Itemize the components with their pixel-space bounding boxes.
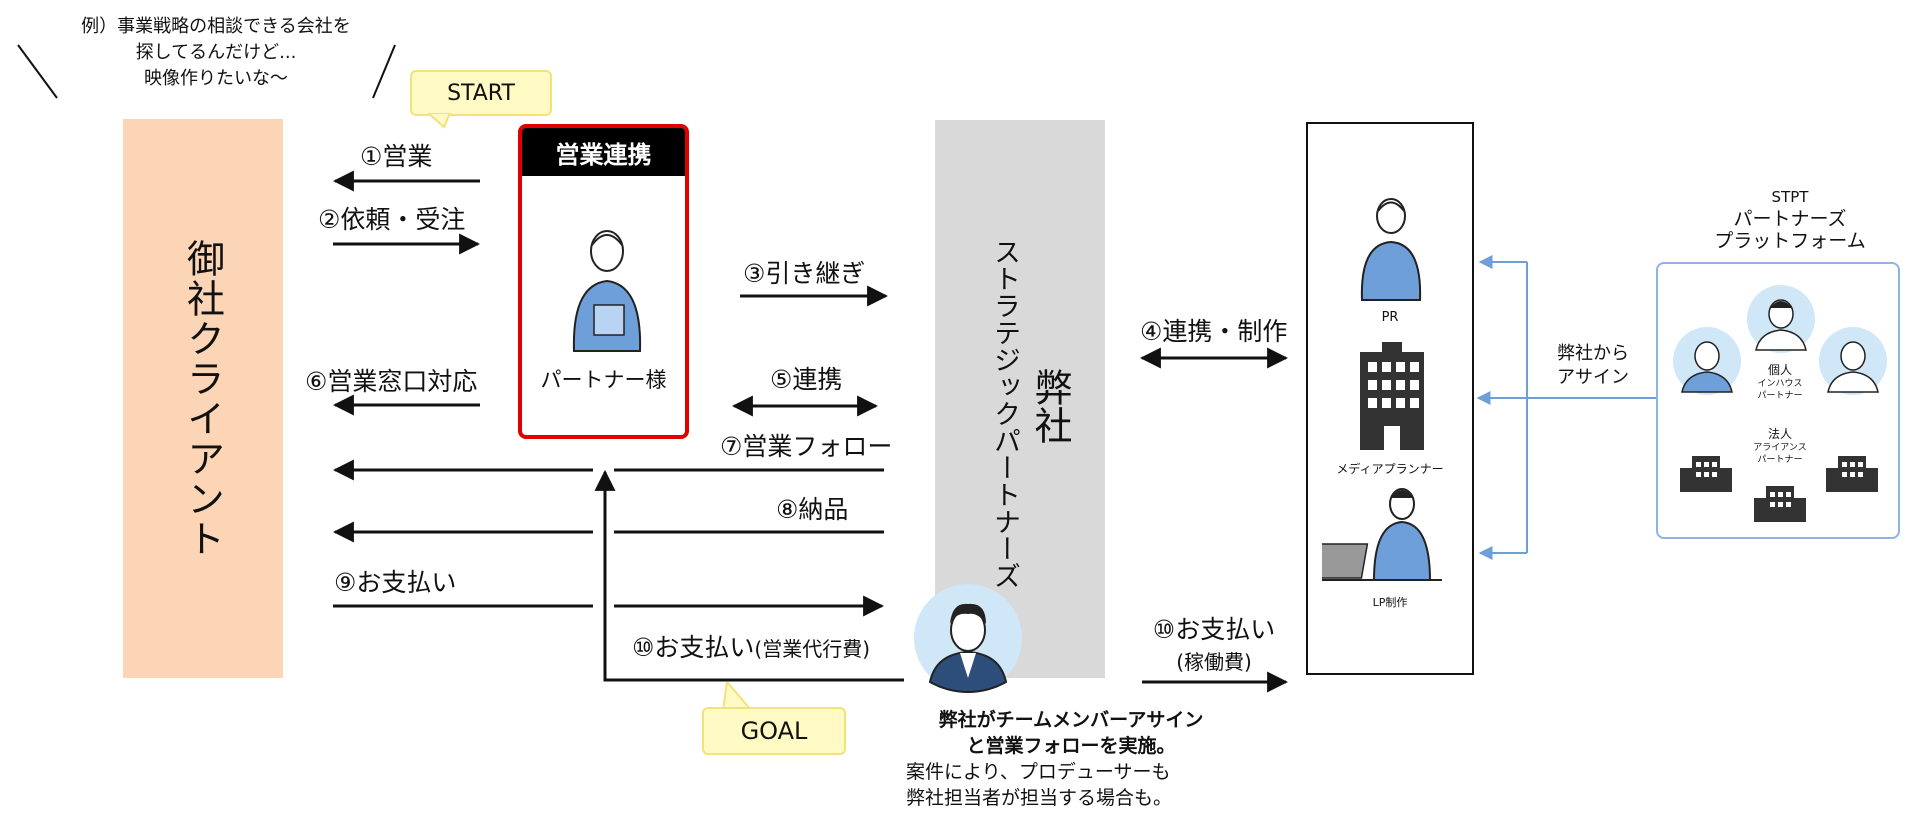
note-bold1: 弊社がチームメンバーアサイン	[938, 709, 1204, 731]
start-bubble-tail	[428, 113, 452, 129]
partner-box: 営業連携 パートナー様	[518, 124, 689, 439]
goal-bubble: GOAL	[702, 707, 846, 755]
corporate-label: 法人	[1767, 427, 1792, 441]
bottom-note: 弊社がチームメンバーアサイン と営業フォローを実施。 案件により、プロデューサー…	[906, 707, 1236, 811]
individual-person-center-icon	[1746, 284, 1816, 358]
speech-line1: 例）事業戦略の相談できる会社を	[81, 16, 351, 37]
pr-person-icon	[1354, 192, 1428, 302]
assign-line2: アサイン	[1557, 367, 1629, 388]
speech-line3: 映像作りたいな～	[144, 68, 288, 89]
individual-text: 個人 インハウス パートナー	[1730, 362, 1830, 402]
step1-label: ①営業	[360, 142, 433, 171]
individual-person-right-icon	[1818, 326, 1888, 400]
step10a-label-group: ⑩お支払い(営業代行費)	[632, 628, 870, 664]
platform-title1: STPT	[1771, 188, 1809, 206]
pr-label: PR	[1381, 310, 1399, 325]
client-label: 御社クライアント	[180, 238, 225, 559]
individual-label: 個人	[1767, 363, 1792, 377]
step10b-sub: (稼働費)	[1176, 650, 1252, 674]
speech-text: 例）事業戦略の相談できる会社を 探してるんだけど... 映像作りたいな～	[36, 12, 396, 90]
team-box: PR メディアプランナー LP制作	[1306, 122, 1474, 675]
start-bubble: START	[410, 70, 552, 116]
arrow-step10a	[594, 469, 904, 682]
assign-label: 弊社から アサイン	[1548, 342, 1638, 390]
note-bold2: と営業フォローを実施。	[966, 735, 1176, 757]
goal-bubble-tail	[723, 682, 753, 710]
corporate-building-center-icon	[1754, 482, 1806, 526]
platform-box: 個人 インハウス パートナー 法人 アライアンス パートナー	[1656, 262, 1900, 539]
step2-label: ②依頼・受注	[318, 205, 466, 234]
our-company-main: 弊社	[1028, 368, 1072, 444]
step7-label: ⑦営業フォロー	[720, 432, 893, 461]
assign-line1: 弊社から	[1557, 343, 1629, 364]
partner-person-icon	[564, 223, 650, 353]
corporate-sub1: アライアンス	[1753, 443, 1807, 453]
media-label: メディアプランナー	[1336, 462, 1444, 476]
lp-label: LP制作	[1372, 596, 1408, 609]
step10a-sub: (営業代行費)	[754, 637, 871, 661]
partner-name: パートナー様	[540, 368, 667, 392]
building-icon	[1360, 342, 1424, 454]
step10a-label: ⑩お支払い	[632, 633, 755, 662]
step10b-label: ⑩お支払い	[1152, 615, 1276, 644]
corporate-building-left-icon	[1680, 452, 1732, 496]
partner-header: 営業連携	[522, 128, 685, 176]
note-normal1: 案件により、プロデューサーも	[906, 761, 1171, 783]
our-company-sub: ストラテジックパートナーズ	[989, 238, 1020, 589]
lp-person-icon	[1322, 484, 1462, 590]
step9-label: ⑨お支払い	[334, 568, 457, 597]
speech-slash-right	[372, 44, 396, 99]
step8-label: ⑧納品	[776, 495, 849, 524]
step5-label: ⑤連携	[770, 365, 843, 394]
start-label: START	[447, 80, 515, 106]
step4-label: ④連携・制作	[1140, 317, 1288, 346]
individual-sub2: パートナー	[1757, 391, 1803, 401]
our-company-box: ストラテジックパートナーズ 弊社	[935, 120, 1105, 678]
platform-title2: パートナーズ	[1733, 208, 1847, 230]
platform-title3: プラットフォーム	[1714, 230, 1866, 252]
individual-person-left-icon	[1672, 326, 1742, 400]
step10b-label-group: ⑩お支払い (稼働費)	[1144, 610, 1284, 675]
corporate-text: 法人 アライアンス パートナー	[1730, 426, 1830, 466]
step6-label: ⑥営業窓口対応	[305, 367, 478, 396]
corporate-sub2: パートナー	[1757, 455, 1803, 465]
speech-line2: 探してるんだけど...	[135, 42, 297, 63]
note-normal2: 弊社担当者が担当する場合も。	[906, 787, 1173, 809]
client-box: 御社クライアント	[123, 119, 283, 678]
individual-sub1: インハウス	[1757, 379, 1803, 389]
step3-label: ③引き継ぎ	[743, 259, 866, 288]
corporate-building-right-icon	[1826, 452, 1878, 496]
platform-title: STPT パートナーズ プラットフォーム	[1690, 186, 1890, 252]
goal-label: GOAL	[740, 717, 808, 745]
staff-person-icon	[912, 582, 1024, 694]
speech-slash-left	[17, 44, 58, 99]
